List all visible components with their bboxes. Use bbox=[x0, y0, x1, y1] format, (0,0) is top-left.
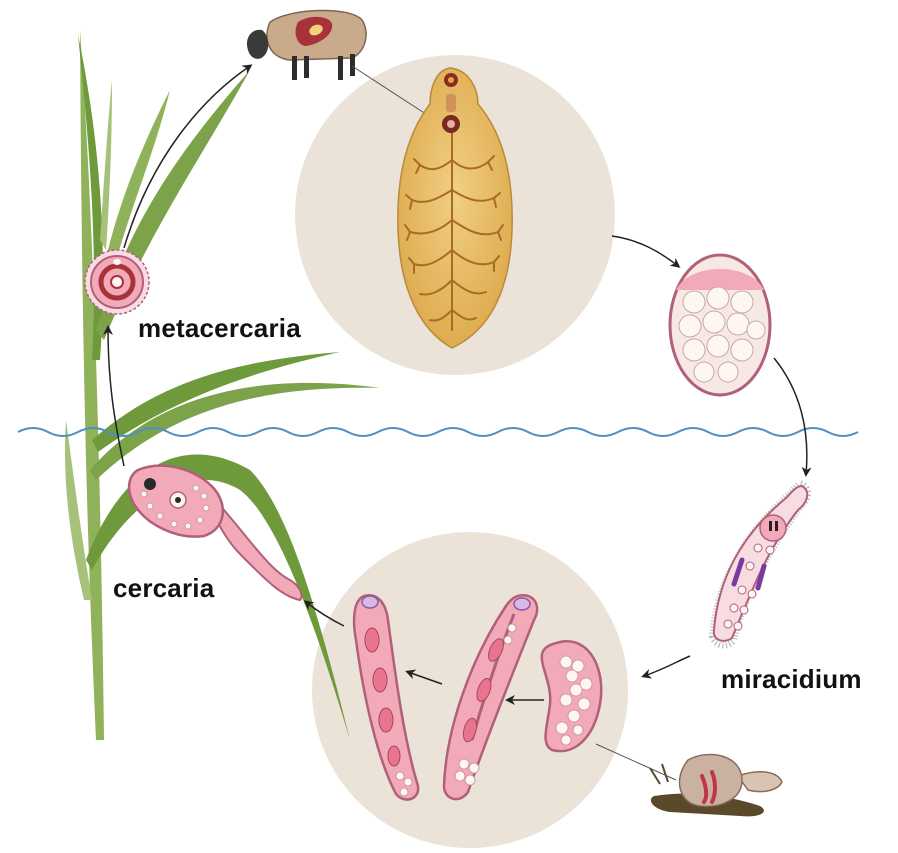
cercaria-label: cercaria bbox=[113, 573, 214, 604]
grass-blade bbox=[100, 80, 112, 250]
arrow-miracidium-to-sporocyst bbox=[644, 656, 690, 676]
metacercaria-label: metacercaria bbox=[138, 313, 301, 344]
egg bbox=[670, 255, 770, 395]
arrow-egg-to-miracidium bbox=[774, 358, 807, 474]
miracidium bbox=[714, 485, 807, 643]
miracidium-label: miracidium bbox=[721, 664, 862, 695]
metacercaria-cyst bbox=[85, 250, 149, 314]
arrow-fluke-to-egg bbox=[612, 236, 678, 266]
sheep-host bbox=[247, 10, 366, 80]
snail-host bbox=[650, 754, 782, 816]
